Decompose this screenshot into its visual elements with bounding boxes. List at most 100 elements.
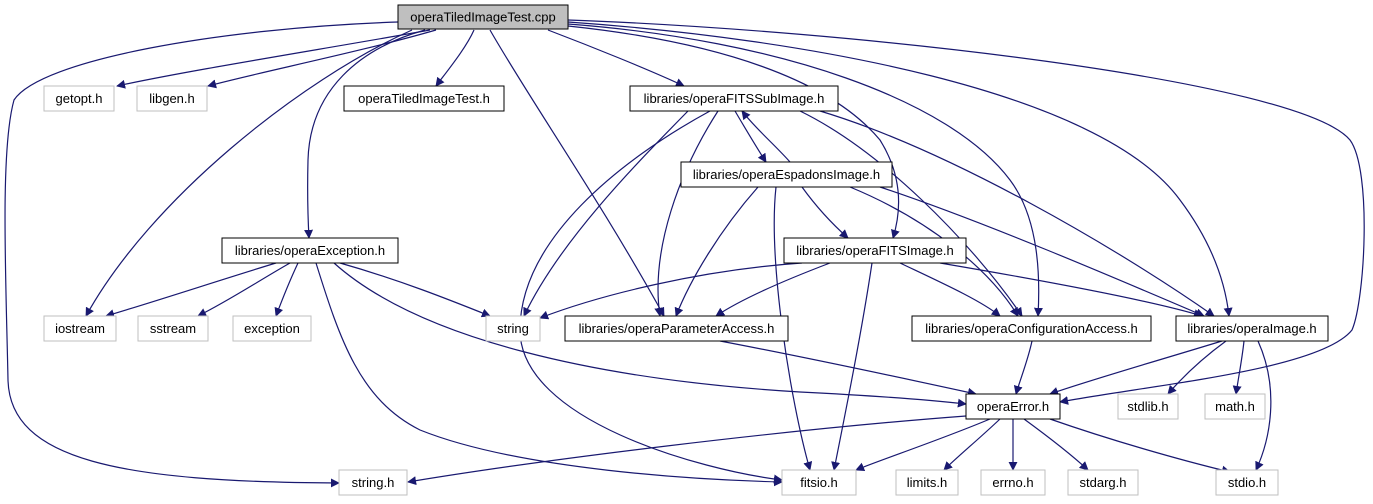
node-label-stdio: stdio.h — [1228, 475, 1266, 490]
node-label-string: string — [497, 321, 529, 336]
node-label-stdarg: stdarg.h — [1080, 475, 1127, 490]
node-label-exc: exception — [244, 321, 300, 336]
node-libgen: libgen.h — [136, 85, 208, 112]
node-box-limits — [895, 469, 959, 496]
node-label-exception: libraries/operaException.h — [235, 243, 385, 258]
edge-root-to-getopt — [116, 29, 431, 89]
edge-exception-to-error — [333, 262, 967, 408]
node-sstream: sstream — [137, 315, 209, 342]
node-exc: exception — [232, 315, 312, 342]
node-param[interactable]: libraries/operaParameterAccess.h — [564, 315, 789, 342]
node-error[interactable]: operaError.h — [965, 393, 1061, 420]
node-label-subimage: libraries/operaFITSSubImage.h — [644, 91, 825, 106]
edge-error-to-fitsio — [855, 418, 991, 472]
edge-root-to-exception — [304, 29, 426, 239]
edge-fitsimage-to-fitsio — [831, 262, 873, 471]
edge-error-to-stdio — [1049, 418, 1231, 475]
node-label-getopt: getopt.h — [56, 91, 103, 106]
edge-error-to-stdarg — [1023, 418, 1089, 471]
node-label-config: libraries/operaConfigurationAccess.h — [925, 321, 1137, 336]
node-box-sstream — [137, 315, 209, 342]
edge-image-to-stdlib — [1167, 340, 1227, 395]
node-box-string — [485, 315, 541, 342]
edge-root-to-error — [567, 19, 1365, 405]
node-label-libgen: libgen.h — [149, 91, 195, 106]
node-label-image: libraries/operaImage.h — [1187, 321, 1316, 336]
edge-config-to-error — [1013, 340, 1033, 395]
node-stringh: string.h — [338, 469, 408, 496]
node-label-error: operaError.h — [977, 399, 1049, 414]
node-label-stringh: string.h — [352, 475, 395, 490]
node-label-fitsio: fitsio.h — [800, 475, 838, 490]
edge-fitsimage-to-image — [939, 262, 1203, 318]
edge-exception-to-string — [339, 262, 491, 318]
node-box-config — [911, 315, 1152, 342]
node-box-libgen — [136, 85, 208, 112]
node-subimage[interactable]: libraries/operaFITSSubImage.h — [629, 85, 839, 112]
node-errno: errno.h — [980, 469, 1046, 496]
node-exception[interactable]: libraries/operaException.h — [221, 237, 399, 264]
edge-exception-to-fitsio — [315, 262, 783, 487]
node-stdio: stdio.h — [1215, 469, 1279, 496]
node-box-subimage — [629, 85, 839, 112]
node-config[interactable]: libraries/operaConfigurationAccess.h — [911, 315, 1152, 342]
node-fitsio: fitsio.h — [781, 469, 857, 496]
edge-espadons-to-image — [879, 186, 1205, 317]
node-box-stdio — [1215, 469, 1279, 496]
edge-fitsimage-to-param — [715, 262, 831, 317]
edge-root-to-param — [489, 29, 665, 317]
edge-subimage-to-string — [523, 110, 689, 317]
node-box-param — [564, 315, 789, 342]
node-box-math — [1204, 393, 1266, 420]
edge-image-to-stdio — [1255, 340, 1272, 471]
node-box-fitsimage — [783, 237, 967, 264]
node-stdarg: stdarg.h — [1067, 469, 1139, 496]
node-box-exception — [221, 237, 399, 264]
edge-exception-to-exc — [274, 262, 299, 317]
edge-root-to-stringh — [4, 21, 399, 488]
edge-fitsimage-to-config — [899, 262, 1001, 317]
edge-subimage-to-espadons — [734, 110, 767, 163]
node-espadons[interactable]: libraries/operaEspadonsImage.h — [680, 161, 893, 188]
edge-subimage-to-param — [654, 110, 719, 317]
node-getopt: getopt.h — [43, 85, 115, 112]
edge-subimage-to-image — [819, 110, 1215, 317]
edge-root-to-tiledh — [435, 29, 475, 87]
edge-image-to-math — [1232, 340, 1245, 395]
edge-espadons-to-fitsimage — [801, 186, 849, 239]
edge-error-to-limits — [943, 418, 1001, 471]
node-label-param: libraries/operaParameterAccess.h — [579, 321, 775, 336]
node-box-errno — [980, 469, 1046, 496]
node-box-iostream — [43, 315, 117, 342]
edge-espadons-to-subimage — [741, 110, 791, 163]
node-label-limits: limits.h — [907, 475, 947, 490]
node-box-stdarg — [1067, 469, 1139, 496]
node-box-stdlib — [1117, 393, 1179, 420]
node-label-root: operaTiledImageTest.cpp — [410, 10, 556, 25]
edge-error-to-stringh — [407, 415, 967, 486]
node-label-errno: errno.h — [992, 475, 1033, 490]
node-label-fitsimage: libraries/operaFITSImage.h — [796, 243, 954, 258]
node-tiledh[interactable]: operaTiledImageTest.h — [343, 85, 505, 112]
edge-image-to-error — [1049, 340, 1223, 396]
node-label-stdlib: stdlib.h — [1127, 399, 1168, 414]
edge-subimage-to-config — [799, 110, 1023, 317]
edge-exception-to-sstream — [197, 262, 291, 317]
edge-param-to-error — [719, 340, 977, 397]
node-fitsimage[interactable]: libraries/operaFITSImage.h — [783, 237, 967, 264]
edge-layer — [4, 19, 1365, 488]
node-box-exc — [232, 315, 312, 342]
edge-root-to-image — [567, 21, 1233, 317]
node-root[interactable]: operaTiledImageTest.cpp — [397, 4, 569, 30]
node-label-tiledh: operaTiledImageTest.h — [358, 91, 490, 106]
node-box-stringh — [338, 469, 408, 496]
node-label-sstream: sstream — [150, 321, 196, 336]
node-box-espadons — [680, 161, 893, 188]
edge-exception-to-iostream — [105, 262, 277, 319]
edge-root-to-iostream — [85, 29, 413, 317]
node-image[interactable]: libraries/operaImage.h — [1175, 315, 1329, 342]
node-label-iostream: iostream — [55, 321, 105, 336]
node-box-tiledh — [343, 85, 505, 112]
node-limits: limits.h — [895, 469, 959, 496]
